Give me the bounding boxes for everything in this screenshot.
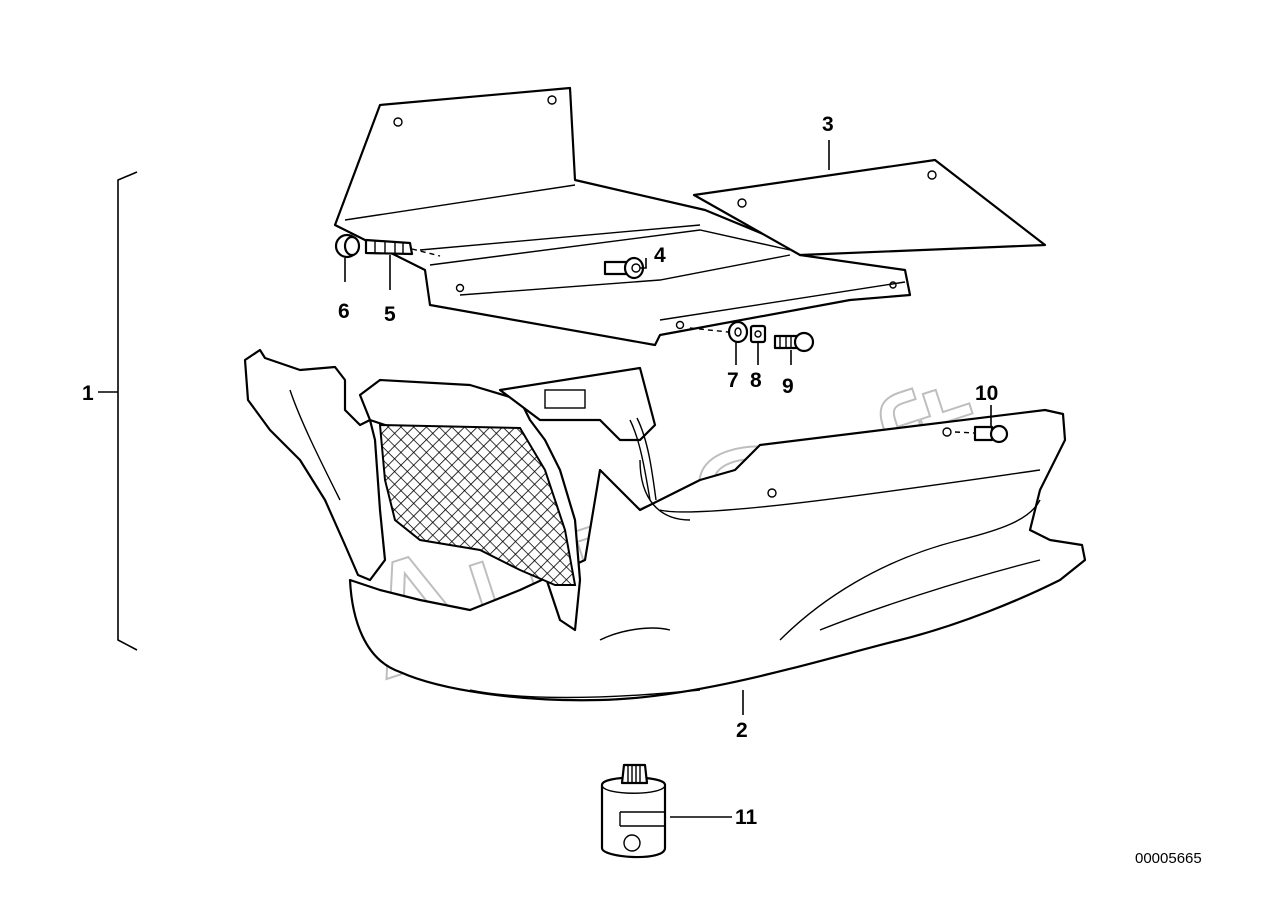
document-number: 00005665 xyxy=(1135,850,1202,867)
callout-9: 9 xyxy=(782,375,794,398)
fastener-7 xyxy=(689,320,749,344)
fastener-10 xyxy=(954,424,1009,444)
callout-7: 7 xyxy=(727,369,739,392)
leader-lines xyxy=(344,140,992,818)
assembly-bracket xyxy=(98,171,138,651)
callout-11: 11 xyxy=(735,806,758,829)
bottle-11 xyxy=(600,763,667,859)
callout-5: 5 xyxy=(384,303,396,326)
callout-6: 6 xyxy=(338,300,350,323)
callout-3: 3 xyxy=(822,113,834,136)
callout-8: 8 xyxy=(750,369,762,392)
callout-10: 10 xyxy=(975,382,998,405)
fastener-6 xyxy=(334,233,361,259)
callout-1: 1 xyxy=(82,382,94,405)
callout-2: 2 xyxy=(736,719,748,742)
fastener-5 xyxy=(364,238,441,257)
upper-tray xyxy=(333,86,912,347)
fairing-shell xyxy=(243,348,1087,702)
fastener-4 xyxy=(603,256,645,280)
callout-4: 4 xyxy=(654,244,666,267)
cover-plate xyxy=(692,158,1047,257)
fastener-9 xyxy=(773,331,815,353)
fastener-8 xyxy=(749,324,767,344)
